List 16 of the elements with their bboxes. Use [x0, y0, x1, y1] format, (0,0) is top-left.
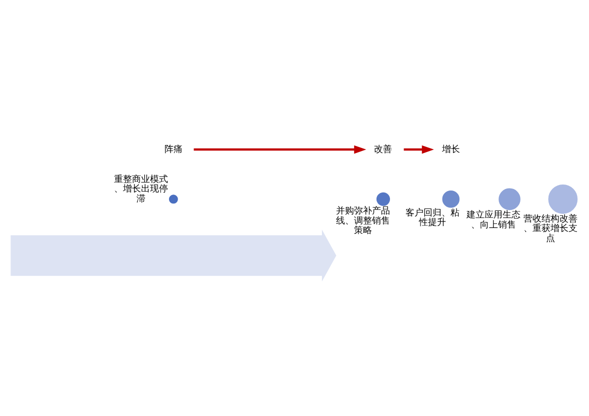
node-text: 增长 — [442, 144, 460, 155]
node-label: 重整商业模式、增长出现停滞 — [114, 174, 168, 204]
arrow — [404, 145, 434, 154]
node-arrow — [10, 230, 336, 282]
node-circle — [548, 184, 578, 215]
node-label: 营收结构改善、重获增长支点 — [524, 214, 578, 244]
node-text: 改善 — [374, 144, 392, 155]
node-circle — [442, 190, 460, 209]
node-circle — [376, 192, 391, 207]
node-circle — [498, 188, 522, 211]
node-text: 阵痛 — [164, 144, 182, 155]
arrow — [194, 145, 366, 154]
node-label: 并购弥补产品线、调整销售策略 — [336, 206, 390, 236]
node-label: 客户回归、粘性提升 — [405, 208, 460, 228]
node-label: 建立应用生态、向上销售 — [466, 210, 520, 230]
node-circle — [168, 194, 179, 204]
